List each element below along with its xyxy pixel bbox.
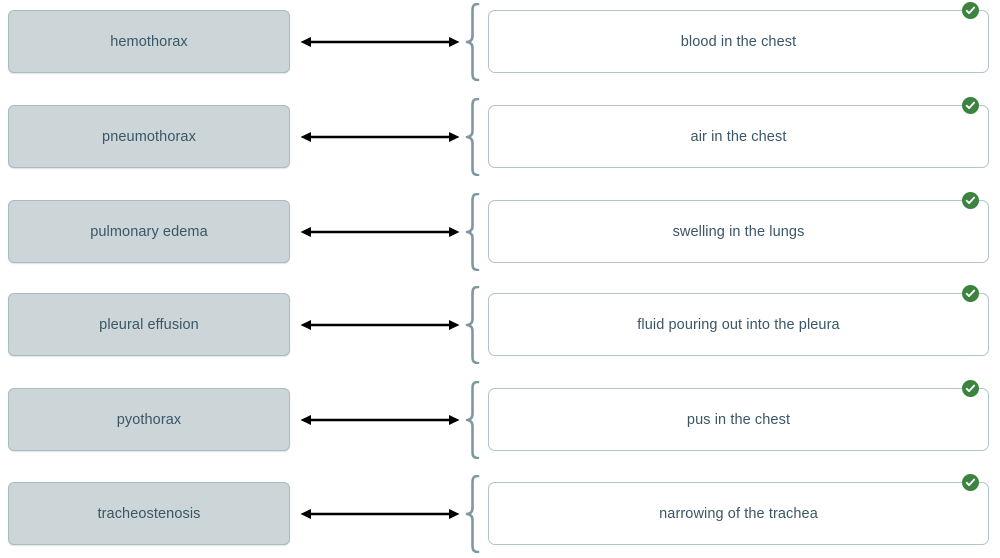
definition-label: narrowing of the trachea [659, 505, 818, 522]
double-headed-arrow-icon [300, 412, 460, 428]
term-tile[interactable]: pneumothorax [8, 105, 290, 168]
double-headed-arrow-icon [300, 129, 460, 145]
check-circle-icon [962, 285, 979, 302]
term-tile[interactable]: pyothorax [8, 388, 290, 451]
check-circle-icon [962, 192, 979, 209]
definition-tile[interactable]: swelling in the lungs [488, 200, 989, 263]
definition-tile[interactable]: narrowing of the trachea [488, 482, 989, 545]
definition-tile[interactable]: air in the chest [488, 105, 989, 168]
term-label: tracheostenosis [97, 505, 201, 522]
match-row: pneumothorax air in the chest [0, 97, 1000, 177]
definition-label: blood in the chest [680, 33, 797, 50]
match-row: pyothorax pus in the chest [0, 380, 1000, 460]
term-label: pleural effusion [99, 316, 199, 333]
curly-brace-icon [462, 380, 484, 460]
curly-brace-icon [462, 97, 484, 177]
term-tile[interactable]: pleural effusion [8, 293, 290, 356]
curly-brace-icon [462, 2, 484, 82]
check-circle-icon [962, 380, 979, 397]
double-headed-arrow-icon [300, 317, 460, 333]
term-label: pneumothorax [102, 128, 196, 145]
match-row: pleural effusion fluid pouring out into t… [0, 285, 1000, 365]
term-tile[interactable]: pulmonary edema [8, 200, 290, 263]
definition-label: air in the chest [690, 128, 787, 145]
term-label: pulmonary edema [90, 223, 208, 240]
definition-label: swelling in the lungs [672, 223, 805, 240]
double-headed-arrow-icon [300, 506, 460, 522]
definition-label: fluid pouring out into the pleura [637, 316, 840, 333]
check-circle-icon [962, 97, 979, 114]
match-row: pulmonary edema swelling in the lungs [0, 192, 1000, 272]
match-row: tracheostenosis narrowing of the trachea [0, 474, 1000, 554]
definition-tile[interactable]: pus in the chest [488, 388, 989, 451]
term-tile[interactable]: hemothorax [8, 10, 290, 73]
definition-tile[interactable]: blood in the chest [488, 10, 989, 73]
curly-brace-icon [462, 285, 484, 365]
definition-label: pus in the chest [686, 411, 791, 428]
curly-brace-icon [462, 192, 484, 272]
check-circle-icon [962, 2, 979, 19]
double-headed-arrow-icon [300, 224, 460, 240]
curly-brace-icon [462, 474, 484, 554]
definition-tile[interactable]: fluid pouring out into the pleura [488, 293, 989, 356]
double-headed-arrow-icon [300, 34, 460, 50]
term-label: pyothorax [116, 411, 182, 428]
check-circle-icon [962, 474, 979, 491]
match-row: hemothorax blood in the chest [0, 2, 1000, 82]
term-label: hemothorax [110, 33, 188, 50]
term-tile[interactable]: tracheostenosis [8, 482, 290, 545]
